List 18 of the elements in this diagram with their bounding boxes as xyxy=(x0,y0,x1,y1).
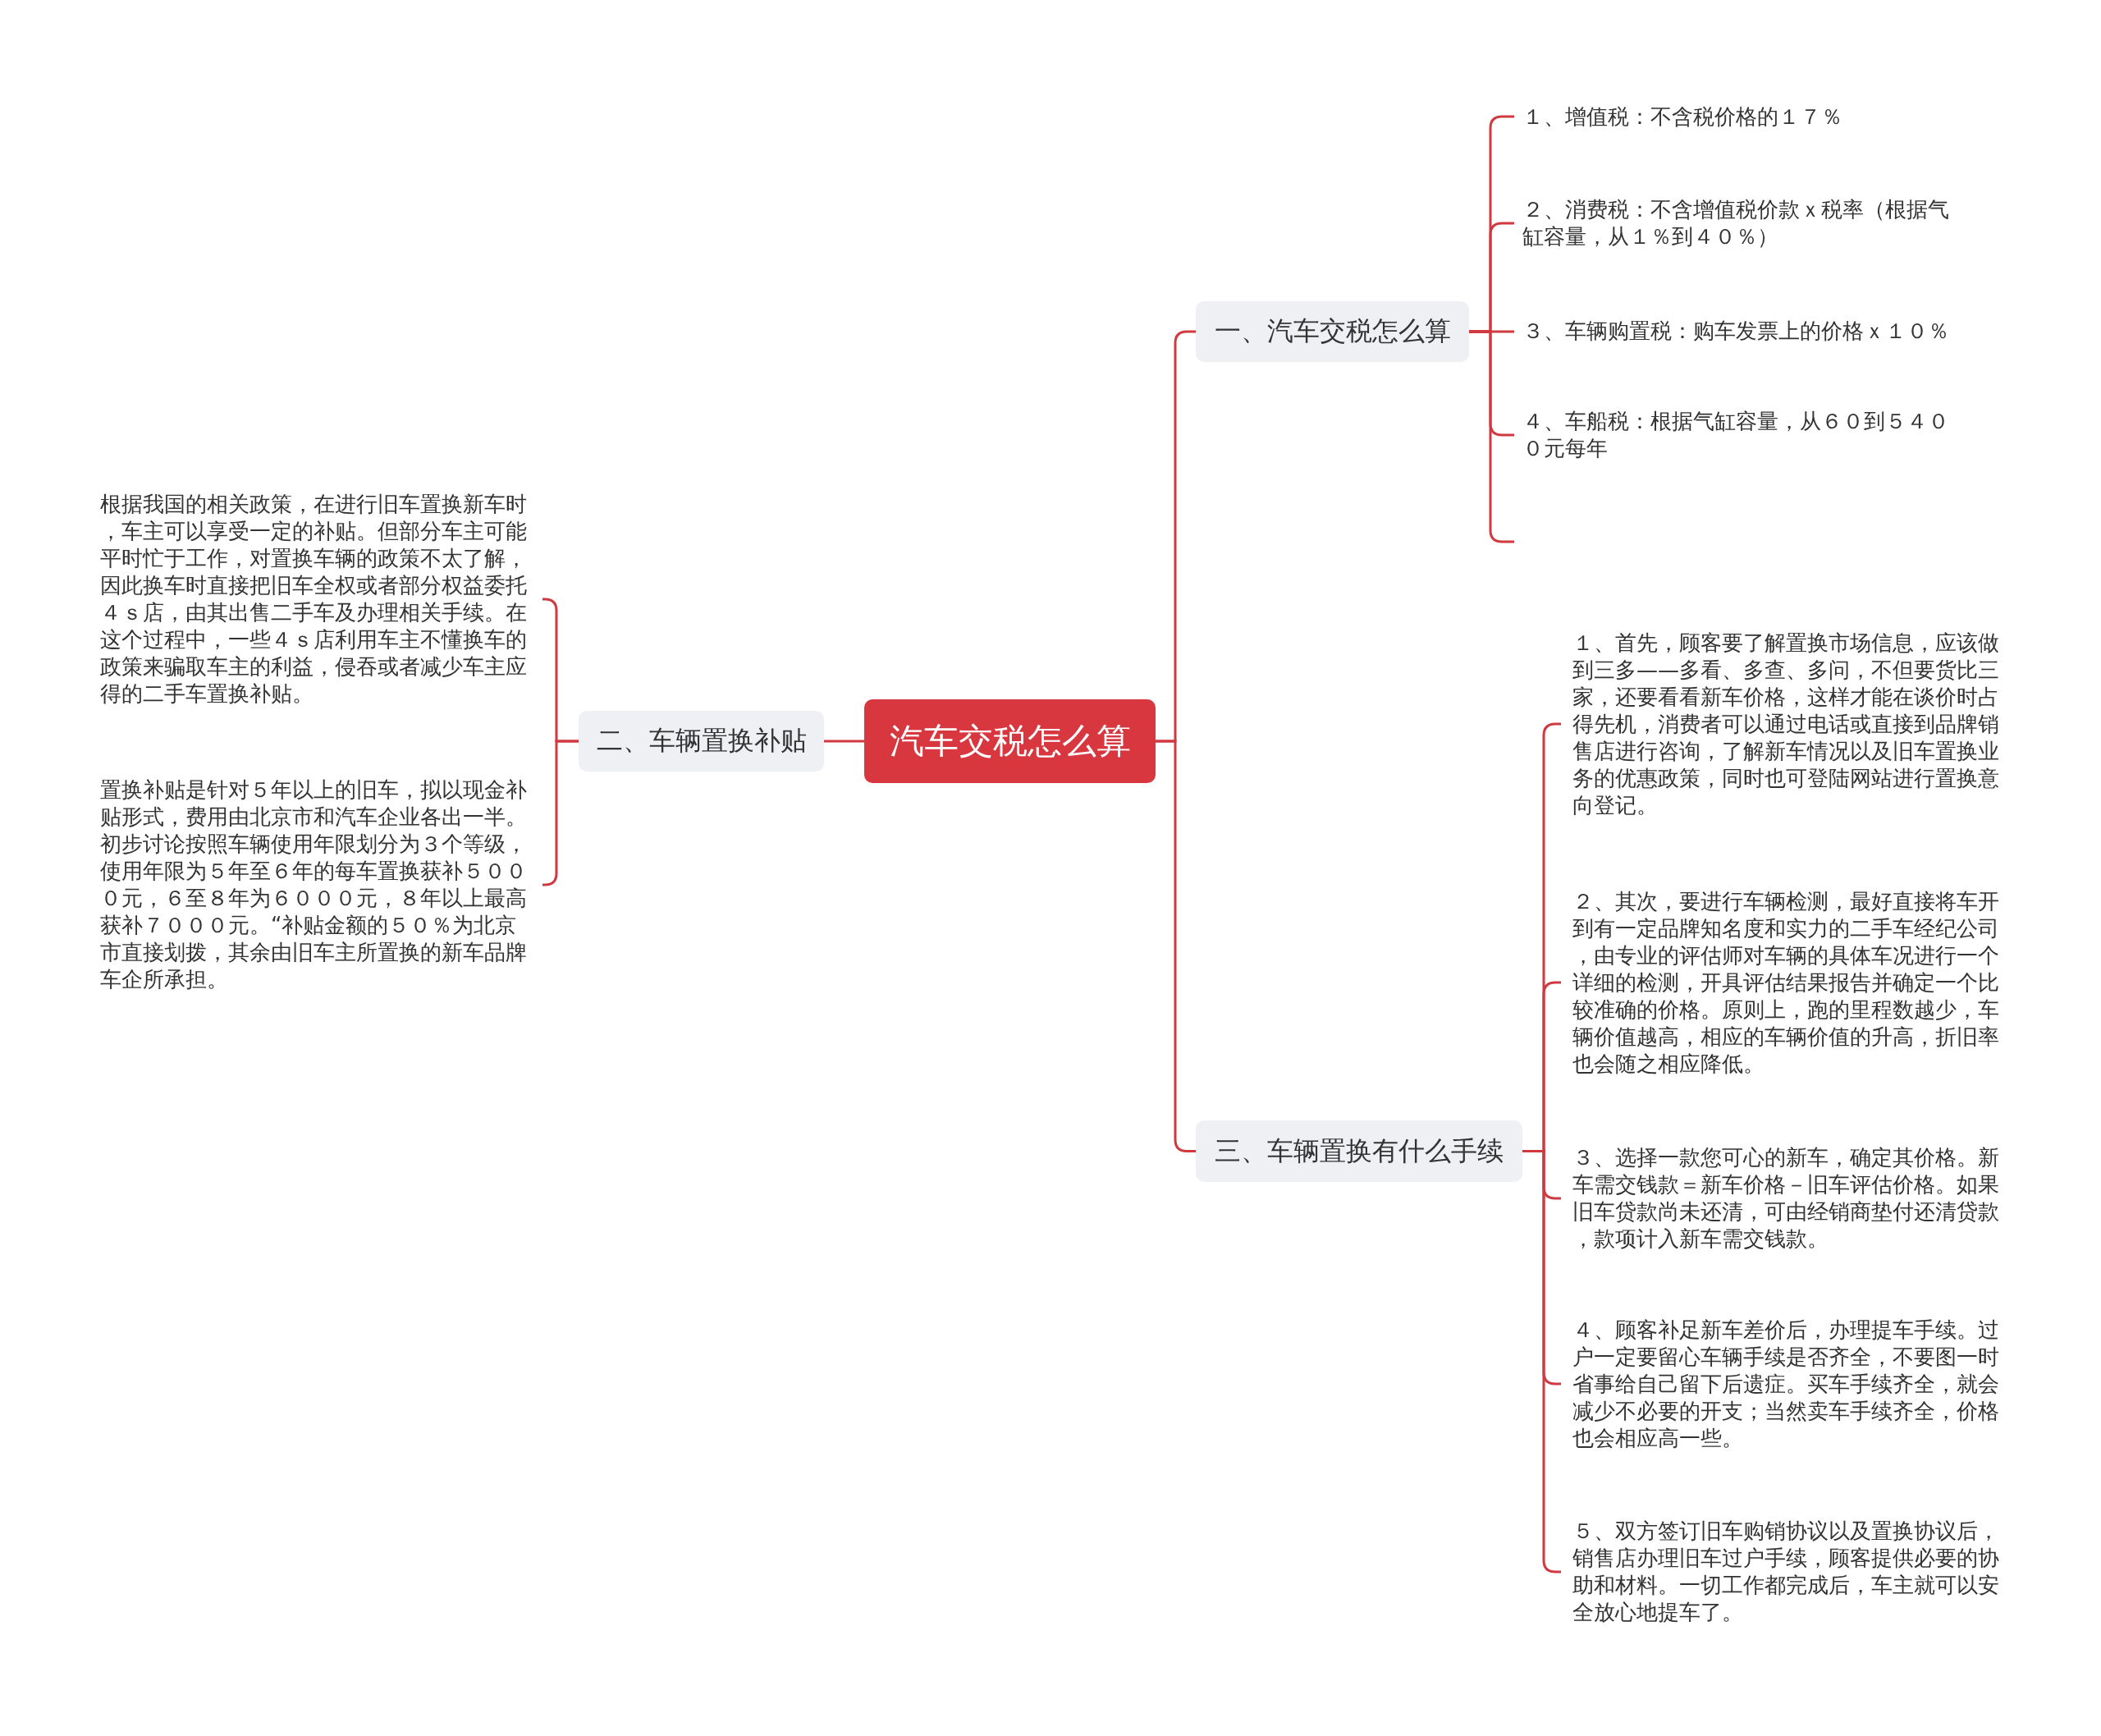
connector-line xyxy=(824,740,864,743)
topic-box: 二、车辆置换补贴 xyxy=(579,711,824,772)
topic-text: ４、顾客补足新车差价后，办理提车手续。过户一定要留心车辆手续是否齐全，不要图一时省事给自己留下后遗症。买车手续齐全，就会减少不必要的开支；当然卖车手续齐全，价格也会相应高一些。 xyxy=(1561,1316,2004,1452)
connector-line xyxy=(1156,740,1196,1152)
topic-box: 三、车辆置换有什么手续 xyxy=(1196,1120,1522,1182)
topic-text: 根据我国的相关政策，在进行旧车置换新车时，车主可以享受一定的补贴。但部分车主可能平时忙于工作，对置换车辆的政策不太了解，因此换车时直接把旧车全权或者部分权益委托４ｓ店，由其出售二手车及办理相关手续。在这个过程中，一些４ｓ店利用车主不懂换车的政策来骗取车主的利益，侵吞或者减少车主应得的二手车置换补贴。 xyxy=(100,491,542,708)
topic-text: ２、消费税：不含增值税价款ｘ税率（根据气缸容量，从１％到４０％） xyxy=(1514,196,1954,250)
topic-text: ２、其次，要进行车辆检测，最好直接将车开到有一定品牌知名度和实力的二手车经纪公司，由专业的评估师对车辆的具体车况进行一个详细的检测，开具评估结果报告并确定一个比较准确的价格。原则上，跑的里程数越少，车辆价值越高，相应的车辆价值的升高，折旧率也会随之相应降低。 xyxy=(1561,887,2004,1078)
topic-text: ３、选择一款您可心的新车，确定其价格。新车需交钱款＝新车价格－旧车评估价格。如果旧车贷款尚未还清，可由经销商垫付还清贷款，款项计入新车需交钱款。 xyxy=(1561,1144,2004,1253)
topic-text: 置换补贴是针对５年以上的旧车，拟以现金补贴形式，费用由北京市和汽车企业各出一半。初步讨论按照车辆使用年限划分为３个等级，使用年限为５年至６年的每车置换获补５０００元，６至８年为６０００元，８年以上最高获补７０００元。“补贴金额的５０％为北京市直接划拨，其余由旧车主所置换的新车品牌车企所承担。 xyxy=(100,776,542,993)
topic-text: ４、车船税：根据气缸容量，从６０到５４００元每年 xyxy=(1514,408,1954,462)
connector-line xyxy=(1469,330,1514,543)
topic-text: ３、车辆购置税：购车发票上的价格ｘ１０％ xyxy=(1514,317,1954,345)
topic-text: ５、双方签订旧车购销协议以及置换协议后，销售店办理旧车过户手续，顾客提供必要的协助和材料。一切工作都完成后，车主就可以安全放心地提车了。 xyxy=(1561,1518,2004,1626)
central-topic-box: 汽车交税怎么算 xyxy=(864,699,1156,783)
topic-text: １、增值税：不含税价格的１７％ xyxy=(1514,103,1954,131)
topic-box: 一、汽车交税怎么算 xyxy=(1196,301,1469,362)
topic-text: １、首先，顾客要了解置换市场信息，应该做到三多——多看、多查、多问，不但要货比三家，还要看看新车价格，这样才能在谈价时占得先机，消费者可以通过电话或直接到品牌销售店进行咨询，了解新车情况以及旧车置换业务的优惠政策，同时也可登陆网站进行置换意向登记。 xyxy=(1561,629,2004,819)
